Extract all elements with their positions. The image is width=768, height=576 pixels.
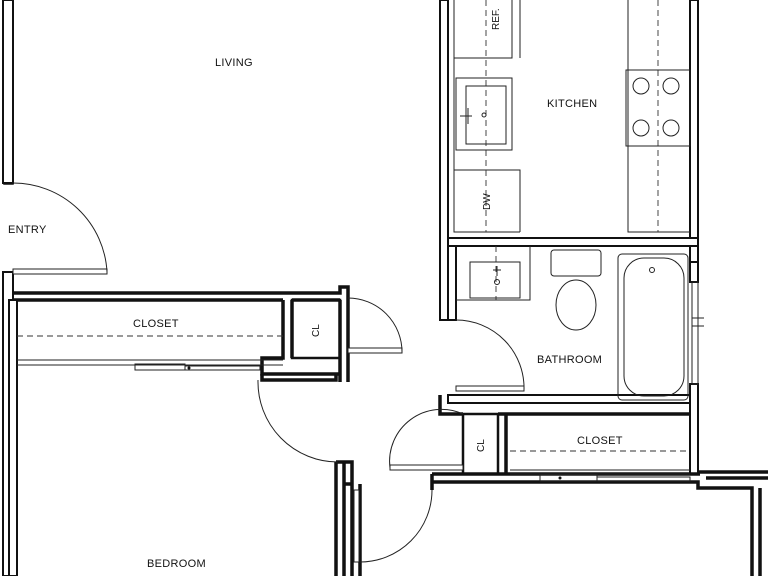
kitchen-sink [455, 77, 513, 151]
kitchen-fixtures [453, 0, 691, 233]
room-label-entry: ENTRY [8, 224, 47, 236]
bathroom-sink [469, 261, 521, 299]
doors [12, 182, 525, 563]
room-label-cl-right: CL [476, 439, 487, 452]
room-label-kitchen: KITCHEN [547, 98, 597, 110]
window [691, 281, 699, 385]
room-label-cl-left: CL [311, 324, 322, 337]
room-label-closet-right: CLOSET [577, 435, 623, 447]
room-label-living: LIVING [215, 57, 253, 69]
bathroom-fixtures [456, 246, 704, 401]
bathroom-door [455, 385, 525, 392]
closet-rods [17, 335, 691, 482]
cl-left-door [347, 347, 403, 354]
range [625, 69, 691, 147]
cl-right-door [389, 464, 464, 471]
labels: LIVING KITCHEN ENTRY CLOSET CL BATHROOM … [8, 8, 623, 570]
bathtub [617, 253, 689, 401]
toilet [550, 249, 602, 277]
room-label-bathroom: BATHROOM [537, 354, 602, 366]
fixture-label-ref: REF. [491, 8, 502, 30]
entry-door [12, 268, 108, 275]
bedroom-lower-door [353, 489, 360, 563]
room-label-closet-left: CLOSET [133, 318, 179, 330]
room-label-bedroom: BEDROOM [147, 558, 206, 570]
fixture-label-dw: DW [482, 193, 493, 210]
